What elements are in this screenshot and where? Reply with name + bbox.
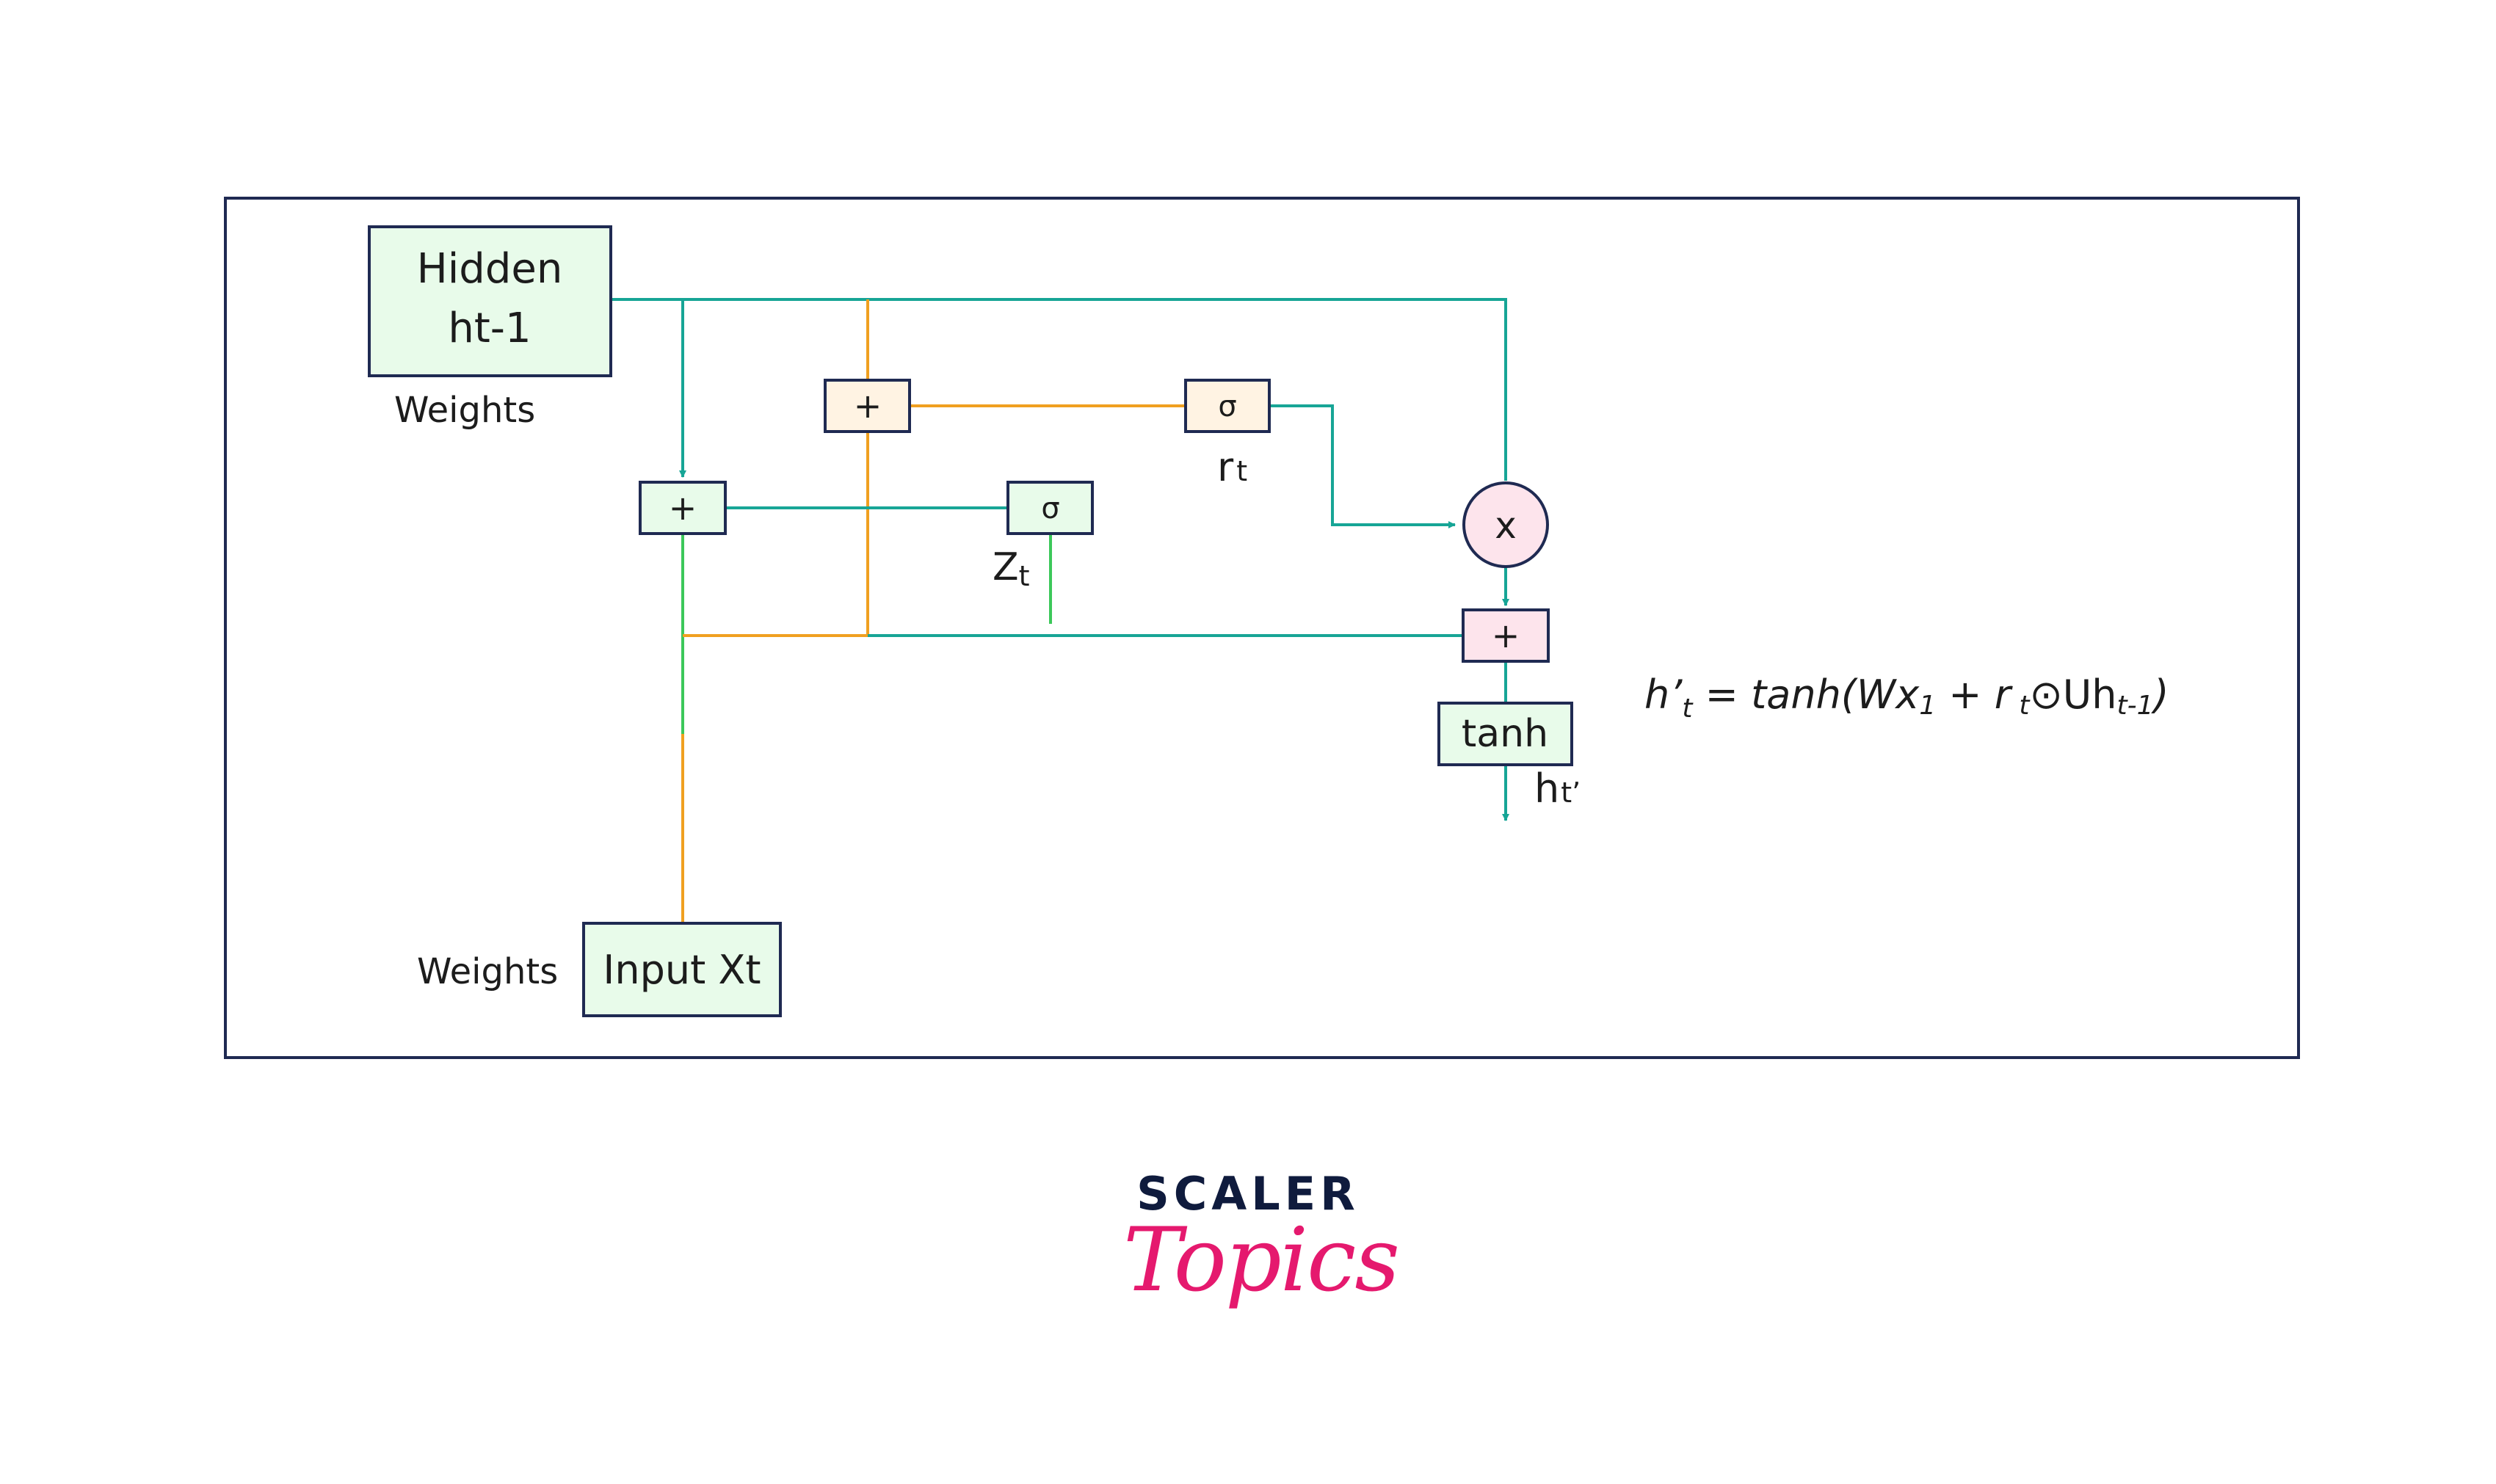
update-sigma-symbol: σ [1041,492,1059,525]
candidate-output-label: ht’ [1534,765,1581,812]
input-label: Input Xt [603,947,761,993]
tanh-label: tanh [1462,712,1548,756]
reset-sigma-symbol: σ [1218,390,1236,423]
reset-sigma-box [1184,379,1271,433]
line-sigma-reset-to-multiply [1269,404,1456,528]
hidden-state-label: Hidden [417,245,563,293]
multiply-node [1462,481,1549,568]
hidden-state-sublabel: ht-1 [448,305,531,352]
update-sigma-box [1006,481,1094,535]
update-plus-symbol: + [669,488,697,528]
hidden-state-box [368,225,612,377]
multiply-symbol: x [1495,504,1517,547]
input-box [582,922,782,1017]
weights-input-label: Weights [417,951,558,992]
logo-topics-text: Topics [1123,1210,1400,1312]
candidate-equation: h’t = tanh(Wx1 + r t⊙Uht-1) [1644,672,2169,724]
reset-plus-box [824,379,911,433]
reset-plus-symbol: + [854,386,882,426]
weights-hidden-label: Weights [394,390,535,431]
scaler-topics-logo: SCALER Topics [1123,1167,1400,1387]
outer-frame [224,197,2300,1059]
candidate-plus-box [1462,608,1550,663]
logo-scaler-text: SCALER [1136,1167,1360,1221]
line-hidden-to-multiply [611,298,1507,481]
tanh-box [1437,702,1573,766]
candidate-plus-symbol: + [1492,616,1520,655]
update-plus-box [639,481,727,535]
update-gate-label: Zt [993,545,1030,592]
